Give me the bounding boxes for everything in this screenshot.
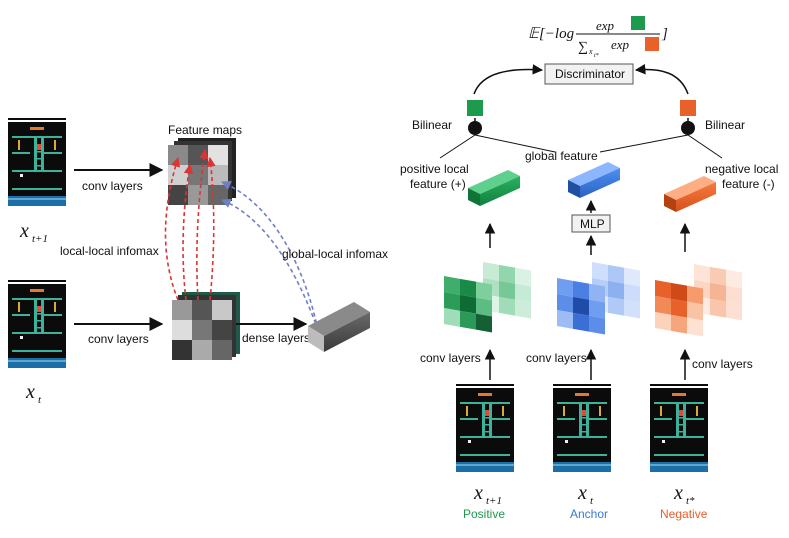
negative-square-formula: [645, 37, 659, 51]
conv-label-bottom: conv layers: [88, 332, 149, 346]
conv-label-positive: conv layers: [420, 351, 481, 365]
global-local-arrows: [221, 181, 319, 331]
local-local-arrows: [164, 149, 216, 301]
feature-maps-title: Feature maps: [168, 123, 242, 137]
frame-var-positive: x: [473, 482, 483, 504]
frame-anchor-image: [553, 384, 611, 472]
frame-var-negative: x: [673, 482, 683, 504]
frame-role-positive: Positive: [463, 507, 505, 521]
positive-square-formula: [631, 16, 645, 30]
negative-local-feature-prism: [664, 176, 716, 212]
positive-score-square: [467, 100, 483, 116]
frame-bottom-sub: t: [38, 394, 42, 406]
conv-label-top: conv layers: [82, 179, 143, 193]
conv-label-anchor: conv layers: [526, 351, 587, 365]
positive-local-line2: feature (+): [410, 177, 466, 191]
frame-sub-positive: t+1: [486, 495, 502, 507]
bilinear-label-right: Bilinear: [705, 118, 745, 132]
global-local-label: global-local infomax: [282, 247, 388, 261]
frame-negative-image: [650, 384, 708, 472]
discriminator-box: [544, 63, 634, 85]
negative-feature-map: [655, 264, 742, 337]
negative-score-square: [680, 100, 696, 116]
formula-close: ]: [661, 26, 668, 42]
formula-prefix: 𝔼[−log: [528, 26, 575, 42]
frame-top-sub: t+1: [32, 233, 48, 245]
frame-role-anchor: Anchor: [570, 507, 608, 521]
frame-caption-anchor: x t Anchor: [570, 482, 608, 521]
feature-map-stack-bottom: [172, 292, 240, 360]
frame-caption-negative: x t* Negative: [660, 482, 708, 521]
bilinear-node-right: [681, 121, 695, 135]
frame-sub-negative: t*: [686, 495, 695, 507]
dense-layers-label: dense layers: [242, 331, 310, 345]
mlp-label: MLP: [580, 217, 605, 231]
mlp-box: [571, 214, 611, 233]
positive-local-line1: positive local: [400, 162, 469, 176]
bilinear-node-left: [468, 121, 482, 135]
local-local-label: local-local infomax: [60, 244, 159, 258]
left-panel: x t+1 x t conv layers conv layers Featur…: [8, 118, 388, 406]
formula-exp-top: exp: [596, 18, 615, 33]
formula-sum: ∑: [578, 40, 588, 55]
frame-top-image: [8, 118, 66, 206]
frame-positive-image: [456, 384, 514, 472]
formula-sum-sub: x: [588, 47, 593, 56]
negative-local-line1: negative local: [705, 162, 778, 176]
discriminator-label: Discriminator: [555, 67, 625, 81]
global-feature-label: global feature: [525, 149, 598, 163]
frame-sub-anchor: t: [590, 495, 594, 507]
frame-var-anchor: x: [577, 482, 587, 504]
dense-output-prism: [308, 302, 370, 352]
positive-local-feature-prism: [468, 170, 520, 206]
global-feature-prism: [568, 162, 620, 198]
frame-role-negative: Negative: [660, 507, 708, 521]
frame-top-label: x: [19, 220, 29, 242]
negative-local-line2: feature (-): [722, 177, 775, 191]
anchor-feature-map: [557, 262, 640, 335]
positive-feature-map: [444, 262, 531, 333]
frame-caption-positive: x t+1 Positive: [463, 482, 505, 521]
frame-bottom-label: x: [25, 381, 35, 403]
bilinear-label-left: Bilinear: [412, 118, 452, 132]
conv-label-negative: conv layers: [692, 357, 753, 371]
right-panel: 𝔼[−log exp ∑ x t* exp ] Discriminator Bi…: [400, 16, 778, 521]
loss-formula: 𝔼[−log exp ∑ x t* exp ]: [528, 16, 668, 59]
formula-exp-bottom: exp: [611, 37, 630, 52]
frame-bottom-image: [8, 280, 66, 368]
formula-sum-subsub: t*: [594, 53, 599, 59]
